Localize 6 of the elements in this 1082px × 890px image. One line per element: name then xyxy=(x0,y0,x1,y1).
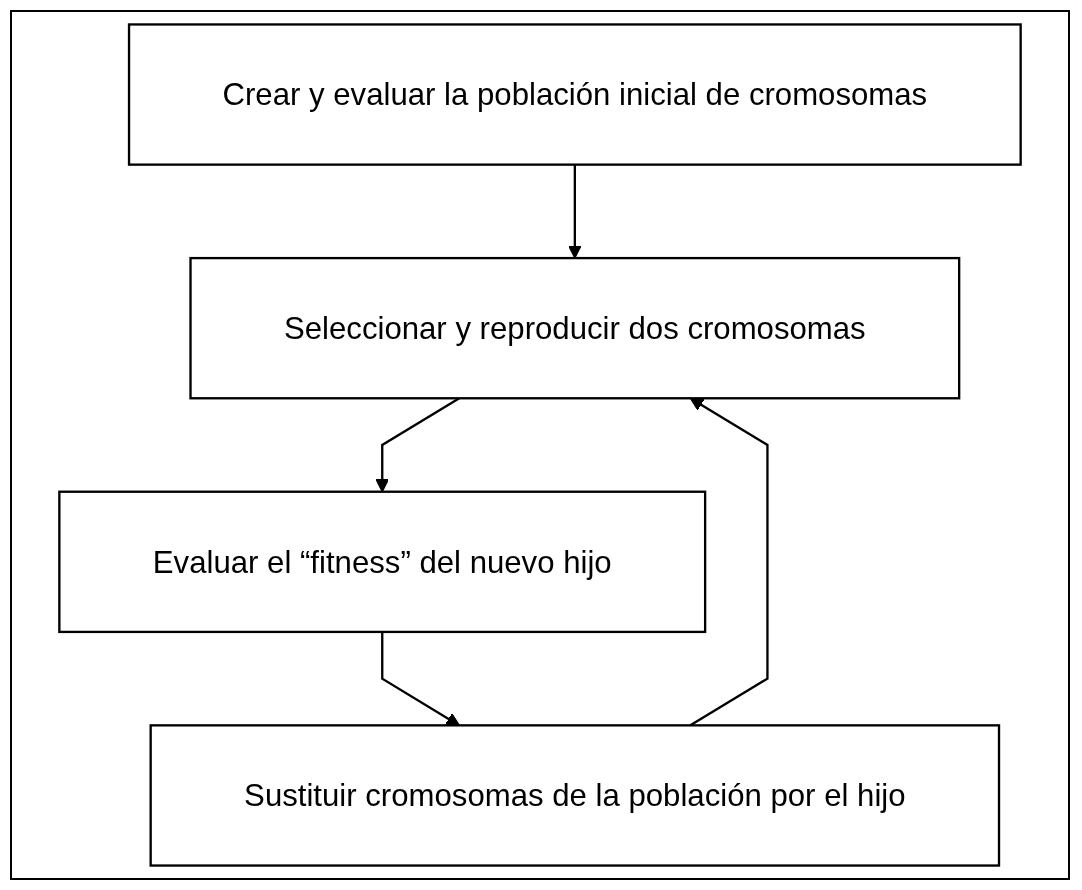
node-box: Evaluar el “fitness” del nuevo hijo xyxy=(58,490,707,634)
arrow xyxy=(568,164,582,259)
node-box: Crear y evaluar la población inicial de cromosomas xyxy=(127,23,1022,166)
node-box: Sustituir cromosomas de la población por el hijo xyxy=(149,724,1001,867)
arrow xyxy=(381,631,460,726)
node-box: Seleccionar y reproducir dos cromosomas xyxy=(189,256,961,400)
